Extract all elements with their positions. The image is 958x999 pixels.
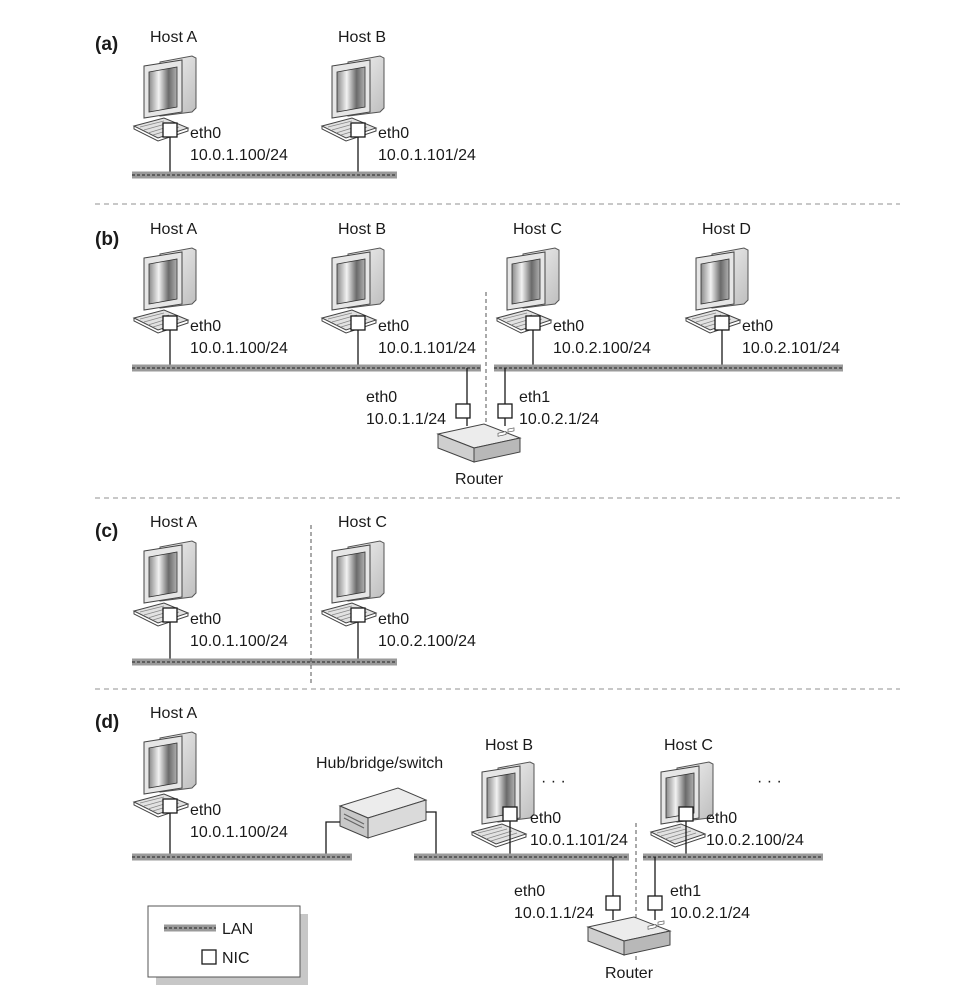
interface-name: eth1: [519, 389, 550, 406]
ip-address: 10.0.1.101/24: [530, 832, 628, 849]
nic-icon: [715, 316, 729, 330]
interface-name: eth0: [378, 318, 409, 335]
nic-icon: [351, 123, 365, 137]
nic-icon: [163, 799, 177, 813]
router-icon: [438, 424, 520, 462]
ip-address: 10.0.1.100/24: [190, 633, 288, 650]
panel-label: (d): [95, 712, 119, 733]
nic-icon: [456, 404, 470, 418]
interface-name: eth0: [514, 883, 545, 900]
host-name: Host B: [338, 221, 386, 238]
panel-label: (b): [95, 229, 119, 250]
panel-c: (c) Host A eth0 10.0.1.100/24 Host C eth…: [95, 514, 476, 685]
interface-name: eth0: [378, 125, 409, 142]
host-name: Host A: [150, 221, 197, 238]
ip-address: 10.0.1.100/24: [190, 147, 288, 164]
legend: LAN NIC: [148, 906, 308, 985]
host-name: Host A: [150, 705, 197, 722]
legend-lan-label: LAN: [222, 921, 253, 938]
ip-address: 10.0.2.101/24: [742, 340, 840, 357]
panel-label: (c): [95, 521, 118, 542]
switch-label: Hub/bridge/switch: [316, 755, 443, 772]
nic-icon: [498, 404, 512, 418]
ip-address: 10.0.2.1/24: [670, 905, 750, 922]
ip-address: 10.0.1.100/24: [190, 340, 288, 357]
router-label: Router: [455, 471, 504, 488]
computer-icon: [651, 762, 713, 847]
ellipsis: · · ·: [757, 773, 782, 790]
panel-label: (a): [95, 34, 118, 55]
interface-name: eth0: [190, 125, 221, 142]
panel-a: (a) Host A eth0 10.0.1.100/24 Host B eth…: [95, 29, 476, 175]
panel-b: (b) Host A eth0 10.0.1.100/24 Host B eth…: [95, 221, 843, 488]
host-name: Host B: [485, 737, 533, 754]
host-name: Host D: [702, 221, 751, 238]
interface-name: eth0: [706, 810, 737, 827]
host-name: Host C: [664, 737, 713, 754]
interface-name: eth0: [190, 611, 221, 628]
ip-address: 10.0.2.100/24: [553, 340, 651, 357]
router-label: Router: [605, 965, 654, 982]
ip-address: 10.0.2.100/24: [706, 832, 804, 849]
switch-icon: [340, 788, 426, 838]
interface-name: eth1: [670, 883, 701, 900]
interface-name: eth0: [742, 318, 773, 335]
host-name: Host C: [513, 221, 562, 238]
ip-address: 10.0.1.101/24: [378, 147, 476, 164]
ip-address: 10.0.2.100/24: [378, 633, 476, 650]
ip-address: 10.0.1.1/24: [366, 411, 446, 428]
computer-icon: [472, 762, 534, 847]
ip-address: 10.0.1.1/24: [514, 905, 594, 922]
nic-icon: [503, 807, 517, 821]
nic-icon: [606, 896, 620, 910]
interface-name: eth0: [530, 810, 561, 827]
nic-icon: [679, 807, 693, 821]
ip-address: 10.0.1.101/24: [378, 340, 476, 357]
ellipsis: · · ·: [541, 773, 566, 790]
ip-address: 10.0.2.1/24: [519, 411, 599, 428]
nic-icon: [163, 608, 177, 622]
interface-name: eth0: [190, 802, 221, 819]
nic-icon: [163, 316, 177, 330]
legend-nic-label: NIC: [222, 950, 250, 967]
host-name: Host A: [150, 29, 197, 46]
host-name: Host A: [150, 514, 197, 531]
nic-icon: [351, 316, 365, 330]
router-icon: [588, 917, 670, 955]
interface-name: eth0: [378, 611, 409, 628]
interface-name: eth0: [553, 318, 584, 335]
interface-name: eth0: [190, 318, 221, 335]
host-name: Host B: [338, 29, 386, 46]
ip-address: 10.0.1.100/24: [190, 824, 288, 841]
nic-icon: [163, 123, 177, 137]
nic-icon: [648, 896, 662, 910]
interface-name: eth0: [366, 389, 397, 406]
legend-nic-swatch: [202, 950, 216, 964]
nic-icon: [526, 316, 540, 330]
host-name: Host C: [338, 514, 387, 531]
nic-icon: [351, 608, 365, 622]
